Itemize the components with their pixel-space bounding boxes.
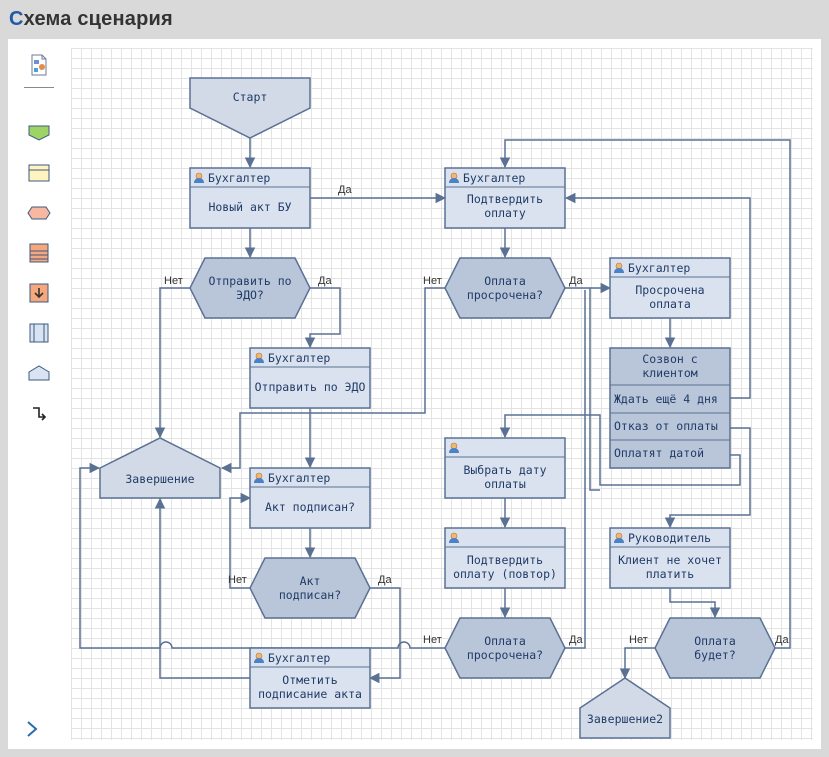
node-label: Оплата [694,634,736,648]
label-yes: Да [318,275,332,287]
condition-node-icon[interactable] [27,201,51,225]
condition-node-payment-overdue[interactable]: Оплата просрочена? [444,257,566,319]
node-label: Старт [233,90,268,104]
connector-labels: Да Да Нет Нет Да Нет Да Нет Да Нет Да [164,184,789,646]
task-node-overdue-payment[interactable]: Бухгалтер Просрочена оплата [609,257,731,319]
start-node[interactable]: Старт [189,77,311,139]
node-role: Бухгалтер [463,171,525,185]
task-node-confirm-payment-repeat[interactable]: Подтвердить оплату (повтор) [444,527,566,589]
document-settings-icon[interactable] [27,53,51,77]
node-label: Отправить по [208,274,291,288]
connectors [79,138,791,684]
toolbar [8,39,70,749]
task-node-choose-date[interactable]: Выбрать дату оплаты [444,437,566,499]
end-node-completion-2[interactable]: Завершение2 [579,677,671,739]
option-refuse-payment: Отказ от оплаты [614,419,718,433]
node-label: Подтвердить [467,192,543,206]
list-node-icon[interactable] [27,241,51,265]
node-label: Отправить по ЭДО [255,380,366,394]
editor-panel: Да Да Нет Нет Да Нет Да Нет Да Нет Да Ст… [8,39,821,749]
subprocess-node-icon[interactable] [27,281,51,305]
node-label: платить [646,567,695,581]
option-pay-by-date: Оплатят датой [614,446,704,460]
node-role: Бухгалтер [268,651,330,665]
condition-node-payment-overdue-2[interactable]: Оплата просрочена? [444,617,566,679]
node-label: Завершение2 [587,712,663,726]
label-no: Нет [423,275,442,287]
node-role: Бухгалтер [628,261,690,275]
node-label: Отметить [282,673,337,687]
option-wait-4-days: Ждать ещё 4 дня [614,392,718,406]
node-label: Выбрать дату [463,463,546,477]
end-node-completion[interactable]: Завершение [99,437,221,499]
node-label: оплата [649,297,691,311]
task-node-send-edo[interactable]: Бухгалтер Отправить по ЭДО [249,347,371,409]
chevron-right-icon [27,721,38,737]
connector-tool-icon[interactable] [27,401,51,425]
toolbar-separator [24,87,54,88]
condition-node-payment-expected[interactable]: Оплата будет? [654,617,776,679]
node-role: Бухгалтер [268,471,330,485]
list-node-call-client[interactable]: Созвон с клиентом Ждать ещё 4 дня Отказ … [609,347,731,469]
label-no: Нет [228,574,247,586]
node-label: просрочена? [467,288,543,302]
node-label: Оплата [484,274,526,288]
node-label: просрочена? [467,648,543,662]
task-node-client-refuses[interactable]: Руководитель Клиент не хочет платить [609,527,731,589]
node-label: оплату [484,206,526,220]
task-node-act-signed[interactable]: Бухгалтер Акт подписан? [249,467,371,529]
node-label: подписан? [279,588,341,602]
node-label: Завершение [125,472,194,486]
condition-node-send-edo[interactable]: Отправить по ЭДО? [189,257,311,319]
label-no: Нет [423,634,442,646]
label-yes: Да [569,275,583,287]
label-no: Нет [629,634,648,646]
node-role: Руководитель [628,531,711,545]
label-no: Нет [164,275,183,287]
node-label: Подтвердить [467,553,543,567]
label-yes: Да [569,634,583,646]
flow-diagram: Да Да Нет Нет Да Нет Да Нет Да Нет Да Ст… [79,77,791,739]
node-role: Бухгалтер [268,351,330,365]
node-label: Акт [300,574,321,588]
node-label: Новый акт БУ [208,200,291,214]
task-node-icon[interactable] [27,161,51,185]
diagram-canvas[interactable]: Да Да Нет Нет Да Нет Да Нет Да Нет Да Ст… [71,48,813,740]
end-node-icon[interactable] [27,361,51,385]
label-yes: Да [775,634,789,646]
frame-node-icon[interactable] [27,321,51,345]
condition-node-act-signed[interactable]: Акт подписан? [249,557,371,619]
node-label: будет? [694,648,736,662]
node-label: оплату (повтор) [453,567,557,581]
task-node-new-act[interactable]: Бухгалтер Новый акт БУ [189,167,311,229]
label-yes: Да [338,184,352,196]
node-label: Клиент не хочет [618,553,722,567]
node-label: Оплата [484,634,526,648]
node-label: клиентом [642,366,697,380]
node-label: оплаты [484,477,526,491]
node-role: Бухгалтер [208,171,270,185]
node-label: ЭДО? [236,288,264,302]
task-node-confirm-payment[interactable]: Бухгалтер Подтвердить оплату [444,167,566,229]
label-yes: Да [378,574,392,586]
page-title: Схема сценария [9,8,173,30]
task-node-mark-signing[interactable]: Бухгалтер Отметить подписание акта [249,647,371,709]
node-label: Акт подписан? [265,500,355,514]
start-node-icon[interactable] [27,121,51,145]
expand-panel-button[interactable] [22,719,42,739]
node-label: Созвон с [642,352,697,366]
node-label: подписание акта [258,687,362,701]
node-label: Просрочена [635,283,704,297]
